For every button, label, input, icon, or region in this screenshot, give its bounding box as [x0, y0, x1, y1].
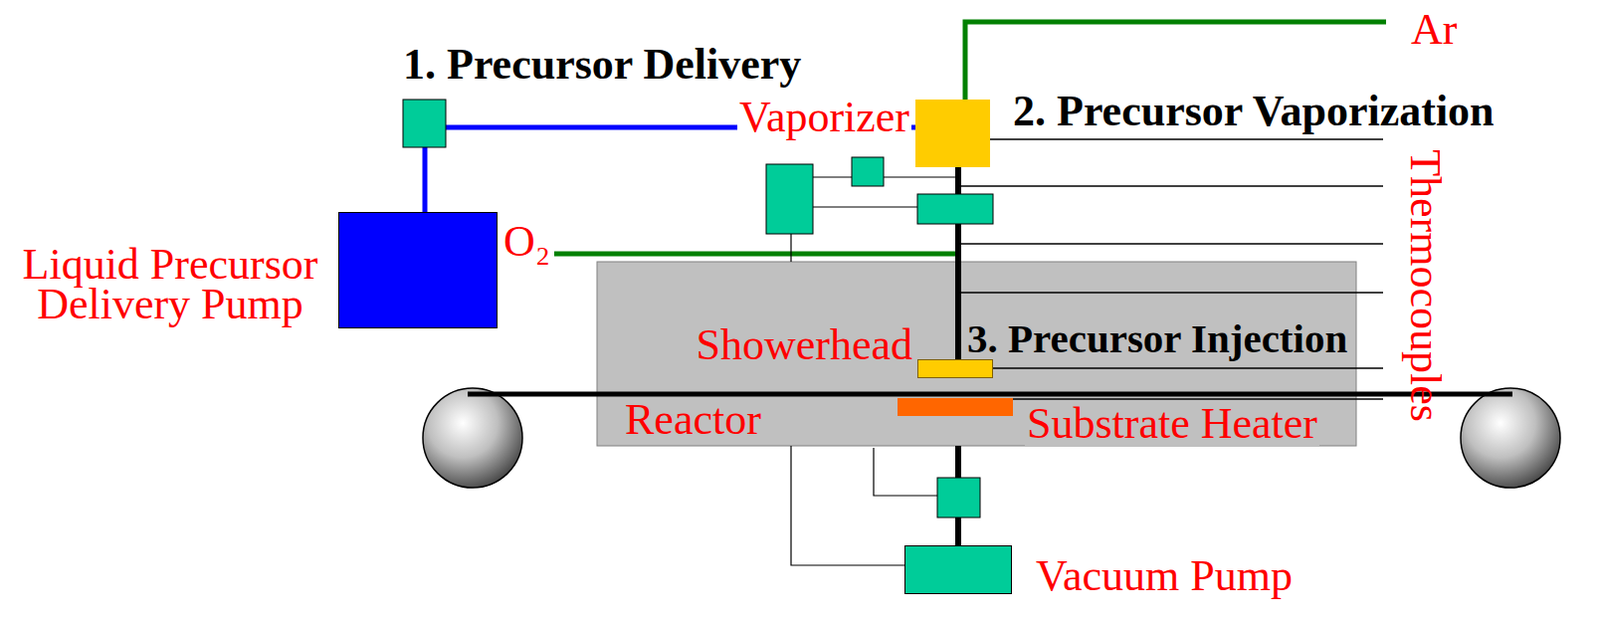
- gas-label: O₂: [503, 219, 551, 264]
- substrate-heater: Substrate Heater: [897, 398, 1013, 416]
- liquid-line: [424, 127, 916, 212]
- roller: [422, 388, 523, 488]
- node-label: Vaporizer: [737, 95, 912, 140]
- node-label: Vacuum Pump: [1035, 554, 1293, 599]
- step-heading: 2. Precursor Vaporization: [1012, 89, 1495, 134]
- node-label: Liquid Precursor Delivery Pump: [10, 244, 330, 325]
- thermocouple-leads: [961, 139, 1384, 400]
- pump-box: Liquid Precursor Delivery Pump: [338, 211, 498, 329]
- argon-line: [965, 21, 1387, 100]
- controller-box: [766, 164, 813, 234]
- sensor-box: [851, 157, 884, 187]
- step-heading: 1. Precursor Delivery: [402, 42, 801, 87]
- roller: [1460, 388, 1561, 488]
- step-heading: 3. Precursor Injection: [967, 318, 1348, 360]
- node-label: Reactor: [624, 398, 762, 442]
- gas-label: Ar: [1410, 7, 1457, 52]
- delivery-valve: [402, 99, 446, 148]
- vaporizer-box: Vaporizer: [915, 99, 991, 168]
- node-label: Substrate Heater: [1024, 401, 1320, 446]
- node-label: Showerhead: [694, 323, 916, 368]
- showerhead: Showerhead: [917, 359, 994, 379]
- injection-valve: [917, 194, 994, 224]
- throttle-valve: [937, 477, 981, 518]
- oxygen-line: [554, 251, 959, 257]
- reactor-chamber: [597, 261, 1357, 446]
- vacuum-pump-box: Vacuum Pump: [904, 545, 1012, 595]
- thermocouple-label: Thermocouples: [1402, 149, 1447, 422]
- substrate-belt: [467, 392, 1513, 398]
